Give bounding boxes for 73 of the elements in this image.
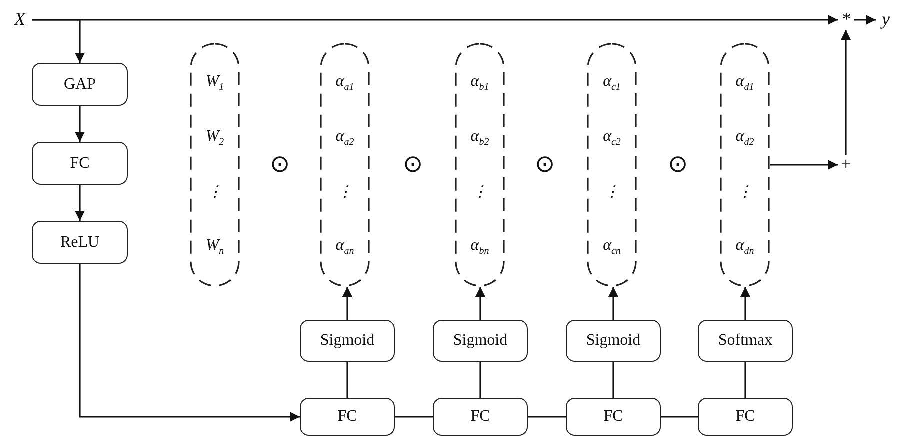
vector-entry: α$_{b2}$ <box>470 128 490 149</box>
vector-entry: α$_{b1}$ <box>470 72 490 93</box>
process-box <box>32 63 128 106</box>
box-label: Sigmoid <box>453 332 508 350</box>
vector-entry: α$_{c1}$ <box>603 72 621 93</box>
vector-entry: ⋮ <box>207 184 223 202</box>
connector-line <box>395 416 433 418</box>
process-box <box>433 398 528 436</box>
vector-entry: ⋮ <box>472 184 488 202</box>
math-symbol-text: y <box>882 10 890 30</box>
arrow <box>476 287 486 320</box>
vector-entry: α$_{bn}$ <box>470 237 490 258</box>
vector-entry: ⋮ <box>337 184 353 202</box>
arrow <box>75 185 85 221</box>
vector-column <box>587 43 637 287</box>
connector-line <box>661 416 698 418</box>
process-box <box>433 320 528 362</box>
vector-entry: α$_{an}$ <box>336 237 354 258</box>
box-label: FC <box>338 408 358 426</box>
vector-column <box>320 43 370 287</box>
operator-symbol: ⊙ <box>668 153 688 177</box>
box-label: GAP <box>64 76 96 94</box>
box-label: FC <box>736 408 756 426</box>
process-box <box>698 320 793 362</box>
process-box <box>566 398 661 436</box>
vector-entry: α$_{d1}$ <box>736 72 754 93</box>
vector-entry: α$_{c2}$ <box>603 128 621 149</box>
box-label: ReLU <box>60 234 100 252</box>
vector-entry: α$_{dn}$ <box>736 237 754 258</box>
vector-entry: ⋮ <box>737 184 753 202</box>
arrow <box>770 160 838 170</box>
process-box <box>698 398 793 436</box>
box-label: FC <box>470 408 490 426</box>
process-box <box>566 320 661 362</box>
arrow <box>740 287 750 320</box>
connector-line <box>744 362 746 398</box>
process-box <box>32 142 128 185</box>
math-symbol-text: + <box>840 155 852 175</box>
box-label: FC <box>70 154 90 172</box>
box-label: Sigmoid <box>320 332 375 350</box>
box-label: Sigmoid <box>586 332 641 350</box>
operator-symbol: ⊙ <box>403 153 423 177</box>
math-symbol-text: * <box>842 10 850 30</box>
connector-line <box>480 362 482 398</box>
vector-entry: α$_{cn}$ <box>603 237 621 258</box>
arrow <box>79 264 300 422</box>
operator-symbol: ⊙ <box>535 153 555 177</box>
connector-line <box>528 416 566 418</box>
process-box <box>300 398 395 436</box>
math-symbol-text: X <box>14 10 26 30</box>
box-label: FC <box>604 408 624 426</box>
vector-entry: W$_{2}$ <box>206 128 224 149</box>
vector-entry: α$_{a1}$ <box>336 72 354 93</box>
operator-symbol: ⊙ <box>270 153 290 177</box>
arrow <box>32 19 85 63</box>
connector-line <box>346 362 348 398</box>
arrow <box>608 287 618 320</box>
vector-column <box>720 43 770 287</box>
arrow <box>342 287 352 320</box>
arrow <box>841 30 851 155</box>
vector-column <box>455 43 505 287</box>
arrow <box>75 106 85 142</box>
process-box <box>32 221 128 264</box>
arrow <box>854 15 876 25</box>
process-box <box>300 320 395 362</box>
vector-entry: W$_{1}$ <box>206 72 224 93</box>
box-label: Softmax <box>718 332 773 350</box>
vector-entry: α$_{d2}$ <box>736 128 754 149</box>
connector-line <box>612 362 614 398</box>
vector-entry: W$_{n}$ <box>206 237 224 258</box>
vector-entry: ⋮ <box>604 184 620 202</box>
vector-entry: α$_{a2}$ <box>336 128 354 149</box>
vector-column <box>190 43 240 287</box>
